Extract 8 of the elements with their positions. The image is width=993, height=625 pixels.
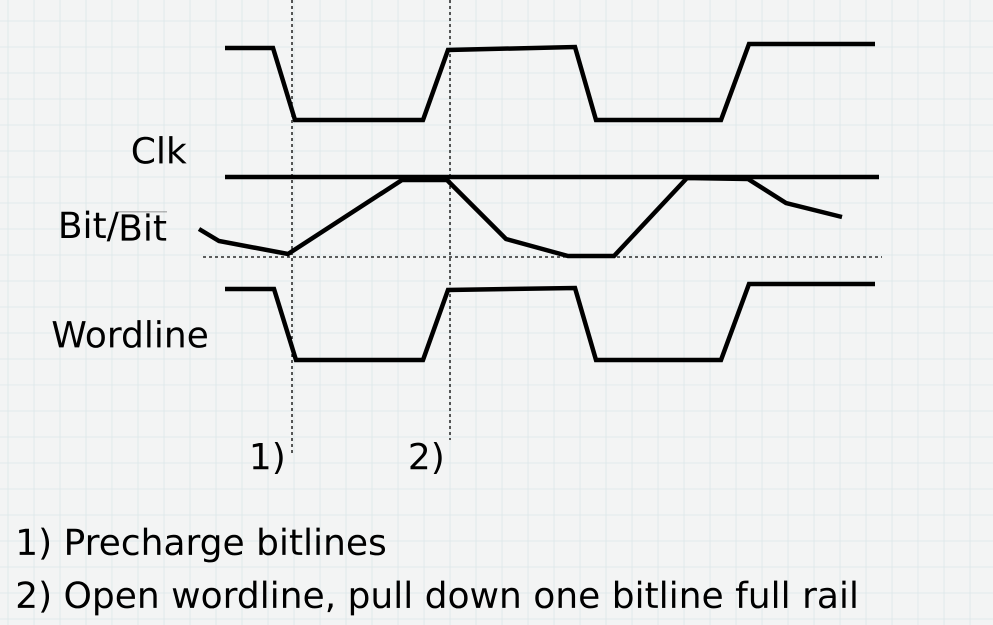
signal-label: Bit <box>118 212 168 241</box>
signal-label: Wordline <box>52 320 207 348</box>
signal-label: Clk <box>132 136 187 164</box>
step-marker: 1) <box>252 442 283 474</box>
step-note: 2) Open wordline, pull down one bitline full rail <box>18 580 856 616</box>
step-note: 1) Precharge bitlines <box>19 528 386 562</box>
step-marker: 2) <box>410 442 442 474</box>
signal-label: Bit/ <box>61 210 119 242</box>
